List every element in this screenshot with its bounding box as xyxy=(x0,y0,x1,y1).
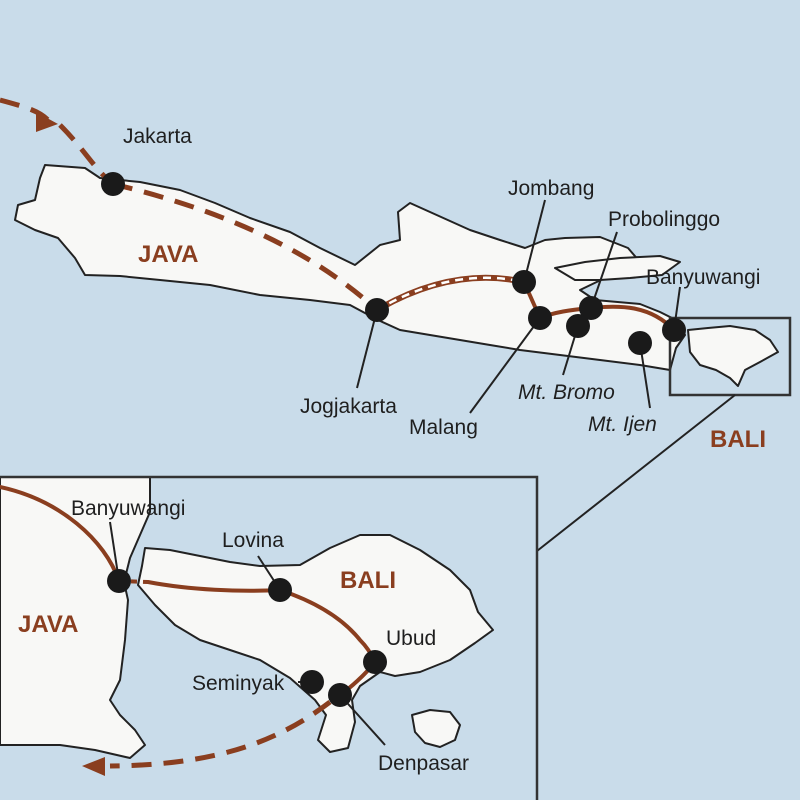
label-jakarta: Jakarta xyxy=(123,125,192,148)
inset-region-label-java: JAVA xyxy=(18,611,78,638)
stop-mt-ijen xyxy=(628,331,652,355)
inset-label-banyuwangi: Banyuwangi xyxy=(71,497,185,520)
label-mt-bromo: Mt. Bromo xyxy=(518,381,615,404)
stop-mt-bromo xyxy=(566,314,590,338)
leader-jombang xyxy=(523,199,546,283)
inset-region-label-bali: BALI xyxy=(340,567,396,594)
inset-stop-lovina xyxy=(268,578,292,602)
inset-stop-ubud xyxy=(363,650,387,674)
stop-malang xyxy=(528,306,552,330)
bali-focus-frame xyxy=(668,316,792,397)
rail-route-jogja-jombang-inner xyxy=(376,276,525,312)
madura-island xyxy=(554,255,681,281)
leader-probolinggo xyxy=(590,231,618,309)
drive-route-jakarta-jogja xyxy=(112,181,379,312)
stop-jombang xyxy=(512,270,536,294)
stop-jakarta xyxy=(101,172,125,196)
inset-flight-route-out xyxy=(109,700,332,769)
stop-probolinggo xyxy=(579,296,603,320)
bali-island xyxy=(687,325,779,387)
region-label-java: JAVA xyxy=(138,241,198,268)
inset-map: JAVA BALI Banyuwangi Lovina Ubud Seminya… xyxy=(0,475,539,800)
inset-connector xyxy=(536,394,736,552)
stop-jogjakarta xyxy=(365,298,389,322)
inset-label-seminyak: Seminyak xyxy=(192,672,285,695)
inset-road-route-java xyxy=(0,485,121,583)
inset-label-lovina: Lovina xyxy=(222,529,284,552)
inset-stop-denpasar xyxy=(328,683,352,707)
region-label-bali: BALI xyxy=(710,426,766,453)
label-probolinggo: Probolinggo xyxy=(608,208,720,231)
inset-stop-seminyak xyxy=(300,670,324,694)
label-mt-ijen: Mt. Ijen xyxy=(588,413,657,436)
leader-malang xyxy=(469,317,541,414)
label-jombang: Jombang xyxy=(508,177,594,200)
inset-label-denpasar: Denpasar xyxy=(378,752,469,775)
label-malang: Malang xyxy=(409,416,478,439)
leader-jogjakarta xyxy=(356,309,378,389)
inset-label-ubud: Ubud xyxy=(386,627,436,650)
java-island xyxy=(14,164,686,371)
label-jogjakarta: Jogjakarta xyxy=(300,395,397,418)
flight-arrow-in xyxy=(36,112,58,132)
label-banyuwangi: Banyuwangi xyxy=(646,266,760,289)
stop-banyuwangi xyxy=(662,318,686,342)
inset-nusa-penida xyxy=(411,709,461,748)
inset-frame xyxy=(0,475,539,800)
inset-flight-arrow-out xyxy=(82,757,105,776)
inset-stop-banyuwangi xyxy=(107,569,131,593)
inset-java-island xyxy=(0,476,151,759)
